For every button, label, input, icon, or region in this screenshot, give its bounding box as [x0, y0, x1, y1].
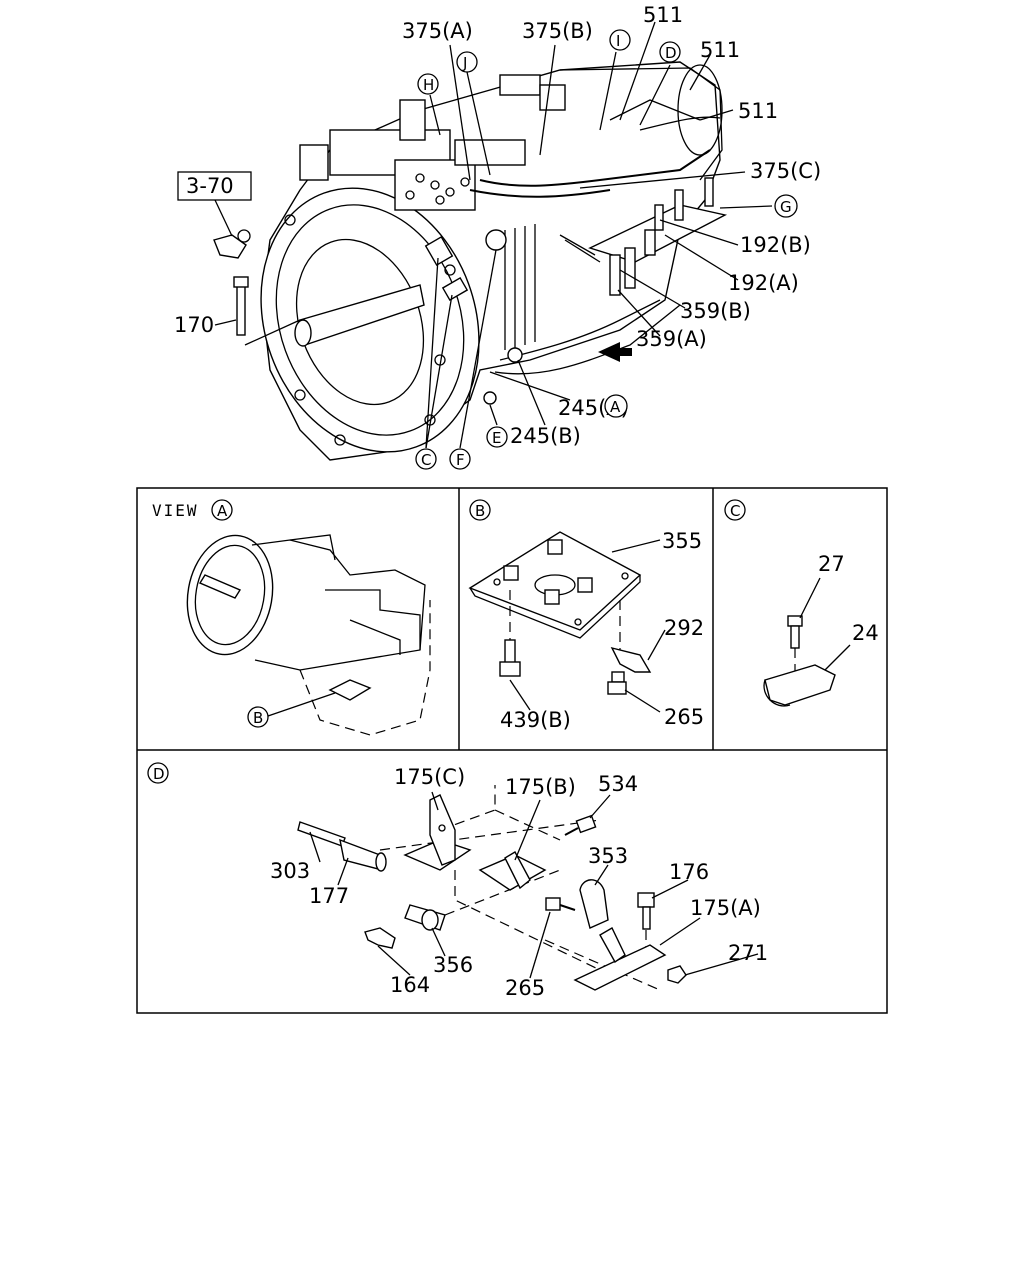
label-271: 271: [728, 941, 768, 965]
label-353: 353: [588, 844, 628, 868]
label-375b: 375(B): [522, 19, 593, 43]
marker-f: [449, 448, 471, 470]
marker-c-main-text: C: [421, 451, 431, 469]
marker-g: [774, 194, 798, 218]
marker-c-main: [415, 448, 437, 470]
label-164: 164: [390, 973, 430, 997]
label-303: 303: [270, 859, 310, 883]
panel-d: D: [147, 762, 768, 1000]
label-175c: 175(C): [394, 765, 465, 789]
panel-d-marker-text: D: [153, 765, 165, 783]
label-511-right: 511: [738, 99, 778, 123]
marker-h-text: H: [423, 76, 434, 94]
label-511-mid: 511: [700, 38, 740, 62]
panel-c-marker: [724, 499, 746, 521]
marker-f-text: F: [456, 451, 465, 469]
label-192a: 192(A): [728, 271, 799, 295]
detail-panels-frame: [136, 487, 888, 1014]
label-355: 355: [662, 529, 702, 553]
view-a-marker-b: [247, 706, 269, 728]
label-175a: 175(A): [690, 896, 761, 920]
marker-j-text: J: [462, 54, 467, 72]
label-511-top: 511: [643, 3, 683, 27]
label-292: 292: [664, 616, 704, 640]
panel-view-a: VIEW A B: [152, 499, 431, 736]
reference-box: [177, 171, 252, 201]
label-175b: 175(B): [505, 775, 576, 799]
marker-e-text: E: [492, 429, 501, 447]
marker-e: [486, 426, 508, 448]
label-375a: 375(A): [402, 19, 473, 43]
marker-h: [417, 73, 439, 95]
marker-i: [609, 29, 631, 51]
label-24: 24: [852, 621, 879, 645]
panel-b-marker: [469, 499, 491, 521]
panel-b: B 355 292 439(B) 265: [468, 499, 704, 732]
label-176: 176: [669, 860, 709, 884]
marker-j: [456, 51, 478, 73]
label-356: 356: [433, 953, 473, 977]
marker-d-main-text: D: [665, 44, 677, 62]
panel-c: C 27 24: [724, 499, 879, 707]
panel-d-marker: [147, 762, 169, 784]
label-192b: 192(B): [740, 233, 811, 257]
marker-d-main: [659, 41, 681, 63]
label-27: 27: [818, 552, 845, 576]
label-265a: 265: [664, 705, 704, 729]
marker-a-text: A: [610, 398, 621, 416]
view-a-marker-text: A: [217, 502, 228, 520]
panel-c-marker-text: C: [730, 502, 740, 520]
view-a-marker: [211, 499, 233, 521]
label-534: 534: [598, 772, 638, 796]
label-265b: 265: [505, 976, 545, 1000]
transmission-illustration: [213, 61, 728, 461]
view-a-marker-b-text: B: [253, 709, 263, 727]
label-375c: 375(C): [750, 159, 821, 183]
leader-lines: [214, 21, 773, 449]
label-170: 170: [174, 313, 214, 337]
label-245b: 245(B): [510, 424, 581, 448]
marker-i-text: I: [616, 32, 620, 50]
label-359a: 359(A): [636, 327, 707, 351]
label-439b: 439(B): [500, 708, 571, 732]
panel-b-marker-text: B: [475, 502, 485, 520]
label-177: 177: [309, 884, 349, 908]
marker-a: [604, 394, 628, 418]
marker-g-text: G: [780, 198, 792, 216]
view-a-label: VIEW: [152, 501, 199, 520]
label-3-70: 3-70: [186, 174, 234, 198]
label-359b: 359(B): [680, 299, 751, 323]
